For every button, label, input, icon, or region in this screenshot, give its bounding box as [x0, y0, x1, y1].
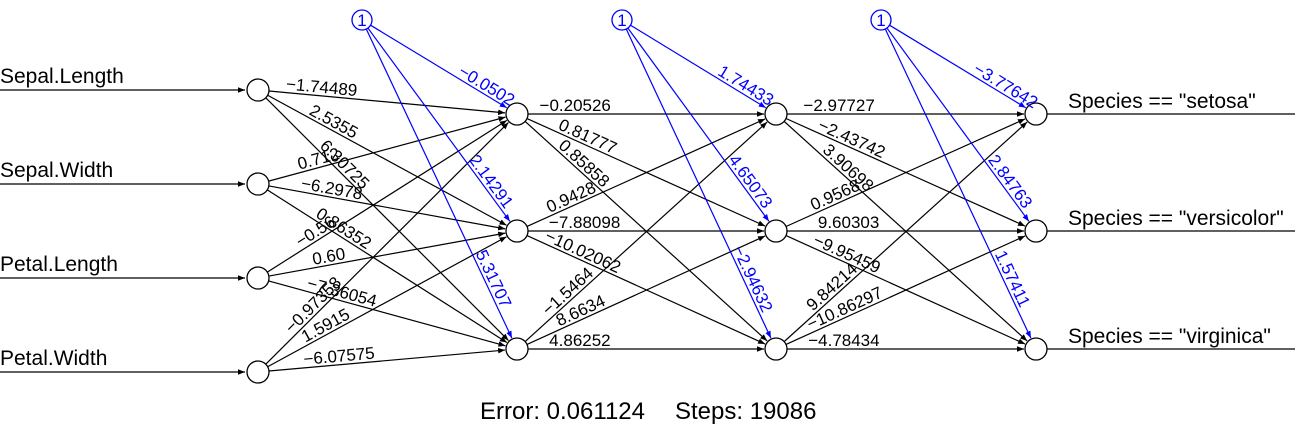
input-hidden1-weight-label: 0.712: [295, 144, 341, 173]
hidden1-bias-weight-label: 5.31707: [472, 247, 515, 311]
bias-node-label: 1: [876, 11, 885, 30]
output-bias-connection: [884, 28, 1032, 339]
hidden1-bias-weight-label: 2.14291: [465, 151, 517, 212]
hidden1-hidden2-connection: [524, 121, 768, 343]
hidden2-bias-weight-label: 4.65073: [725, 151, 777, 212]
hidden1-neuron: [505, 102, 529, 126]
output-bias-connection: [889, 24, 1027, 109]
input-label: Petal.Length: [0, 253, 118, 276]
hidden2-output-weight-label: −2.97727: [803, 96, 874, 115]
output-bias-weight-label: 1.57411: [991, 248, 1034, 311]
output-label: Species == "setosa": [1068, 90, 1256, 113]
output-bias-connection: [886, 27, 1030, 222]
hidden2-bias-weight-label: 1.74433: [715, 62, 777, 110]
hidden1-bias-weight-label: −0.0502: [455, 61, 518, 109]
bias-node: [870, 9, 892, 31]
bias-node: [611, 9, 633, 31]
input-hidden1-connection: [268, 347, 506, 372]
input-hidden1-connection: [267, 236, 507, 368]
input-hidden1-connection: [266, 119, 508, 273]
nodes-layer: 1 1 1: [246, 9, 1048, 384]
output-bias-weight-label: 2.84763: [984, 151, 1036, 212]
bias-node-label: 1: [357, 11, 366, 30]
input-hidden1-connection: [268, 280, 506, 347]
input-hidden1-connection: [265, 122, 509, 365]
labels-layer: Sepal.LengthSepal.WidthPetal.LengthPetal…: [0, 59, 1284, 370]
connections-layer: [0, 24, 1295, 375]
input-neuron: [246, 360, 270, 384]
input-label: Sepal.Length: [0, 65, 124, 88]
hidden2-neuron: [764, 102, 788, 126]
hidden1-hidden2-connection: [526, 235, 766, 345]
input-hidden1-weight-label: 2.5355: [306, 101, 361, 143]
hidden2-neuron: [764, 219, 788, 243]
input-hidden1-connection: [268, 185, 506, 231]
hidden1-neuron: [505, 337, 529, 361]
hidden1-hidden2-connection: [526, 118, 766, 228]
input-hidden1-connection: [265, 97, 509, 341]
error-readout: Error: 0.061124: [480, 398, 645, 425]
hidden1-neuron: [505, 219, 529, 243]
output-neuron: [1024, 219, 1048, 243]
hidden2-output-weight-label: 0.9568: [808, 176, 863, 215]
hidden1-hidden2-weight-label: 0.9428: [543, 178, 598, 217]
hidden2-output-weight-label: 9.60303: [818, 213, 879, 232]
steps-readout: Steps: 19086: [675, 398, 816, 425]
output-neuron: [1024, 102, 1048, 126]
hidden2-bias-weight-label: −2.94632: [729, 243, 776, 316]
hidden1-bias-connection: [367, 27, 511, 222]
input-label: Sepal.Width: [0, 159, 113, 182]
input-hidden1-connection: [266, 189, 508, 344]
input-neuron: [246, 172, 270, 196]
hidden2-output-weight-label: −4.78434: [808, 331, 879, 350]
hidden2-output-connection: [783, 121, 1028, 343]
output-neuron: [1024, 337, 1048, 361]
input-hidden1-weight-label: −6.07575: [303, 344, 376, 369]
input-hidden1-connection: [267, 94, 507, 226]
bias-node-label: 1: [617, 11, 626, 30]
hidden1-hidden2-weight-label: −0.20526: [540, 96, 611, 115]
input-hidden1-connection: [268, 116, 506, 182]
output-label: Species == "virginica": [1068, 325, 1271, 348]
input-hidden1-weight-label: 0.60: [311, 244, 347, 269]
hidden1-bias-connection: [365, 28, 513, 339]
hidden1-bias-connection: [370, 24, 508, 109]
output-bias-weight-label: −3.77642: [970, 59, 1041, 112]
hidden2-output-connection: [785, 118, 1026, 228]
bias-node: [351, 9, 373, 31]
output-label: Species == "versicolor": [1068, 207, 1284, 230]
hidden2-bias-connection: [627, 27, 770, 222]
hidden2-bias-connection: [630, 24, 767, 109]
hidden2-output-connection: [785, 235, 1026, 346]
input-neuron: [246, 266, 270, 290]
hidden1-hidden2-weight-label: −7.88098: [549, 213, 620, 232]
input-hidden1-weight-label: −1.74489: [285, 75, 358, 101]
input-label: Petal.Width: [0, 347, 107, 370]
input-hidden1-connection: [268, 90, 506, 116]
hidden2-bias-connection: [625, 28, 772, 339]
hidden1-hidden2-weight-label: 4.86252: [549, 331, 610, 350]
input-neuron: [246, 78, 270, 102]
hidden2-neuron: [764, 337, 788, 361]
